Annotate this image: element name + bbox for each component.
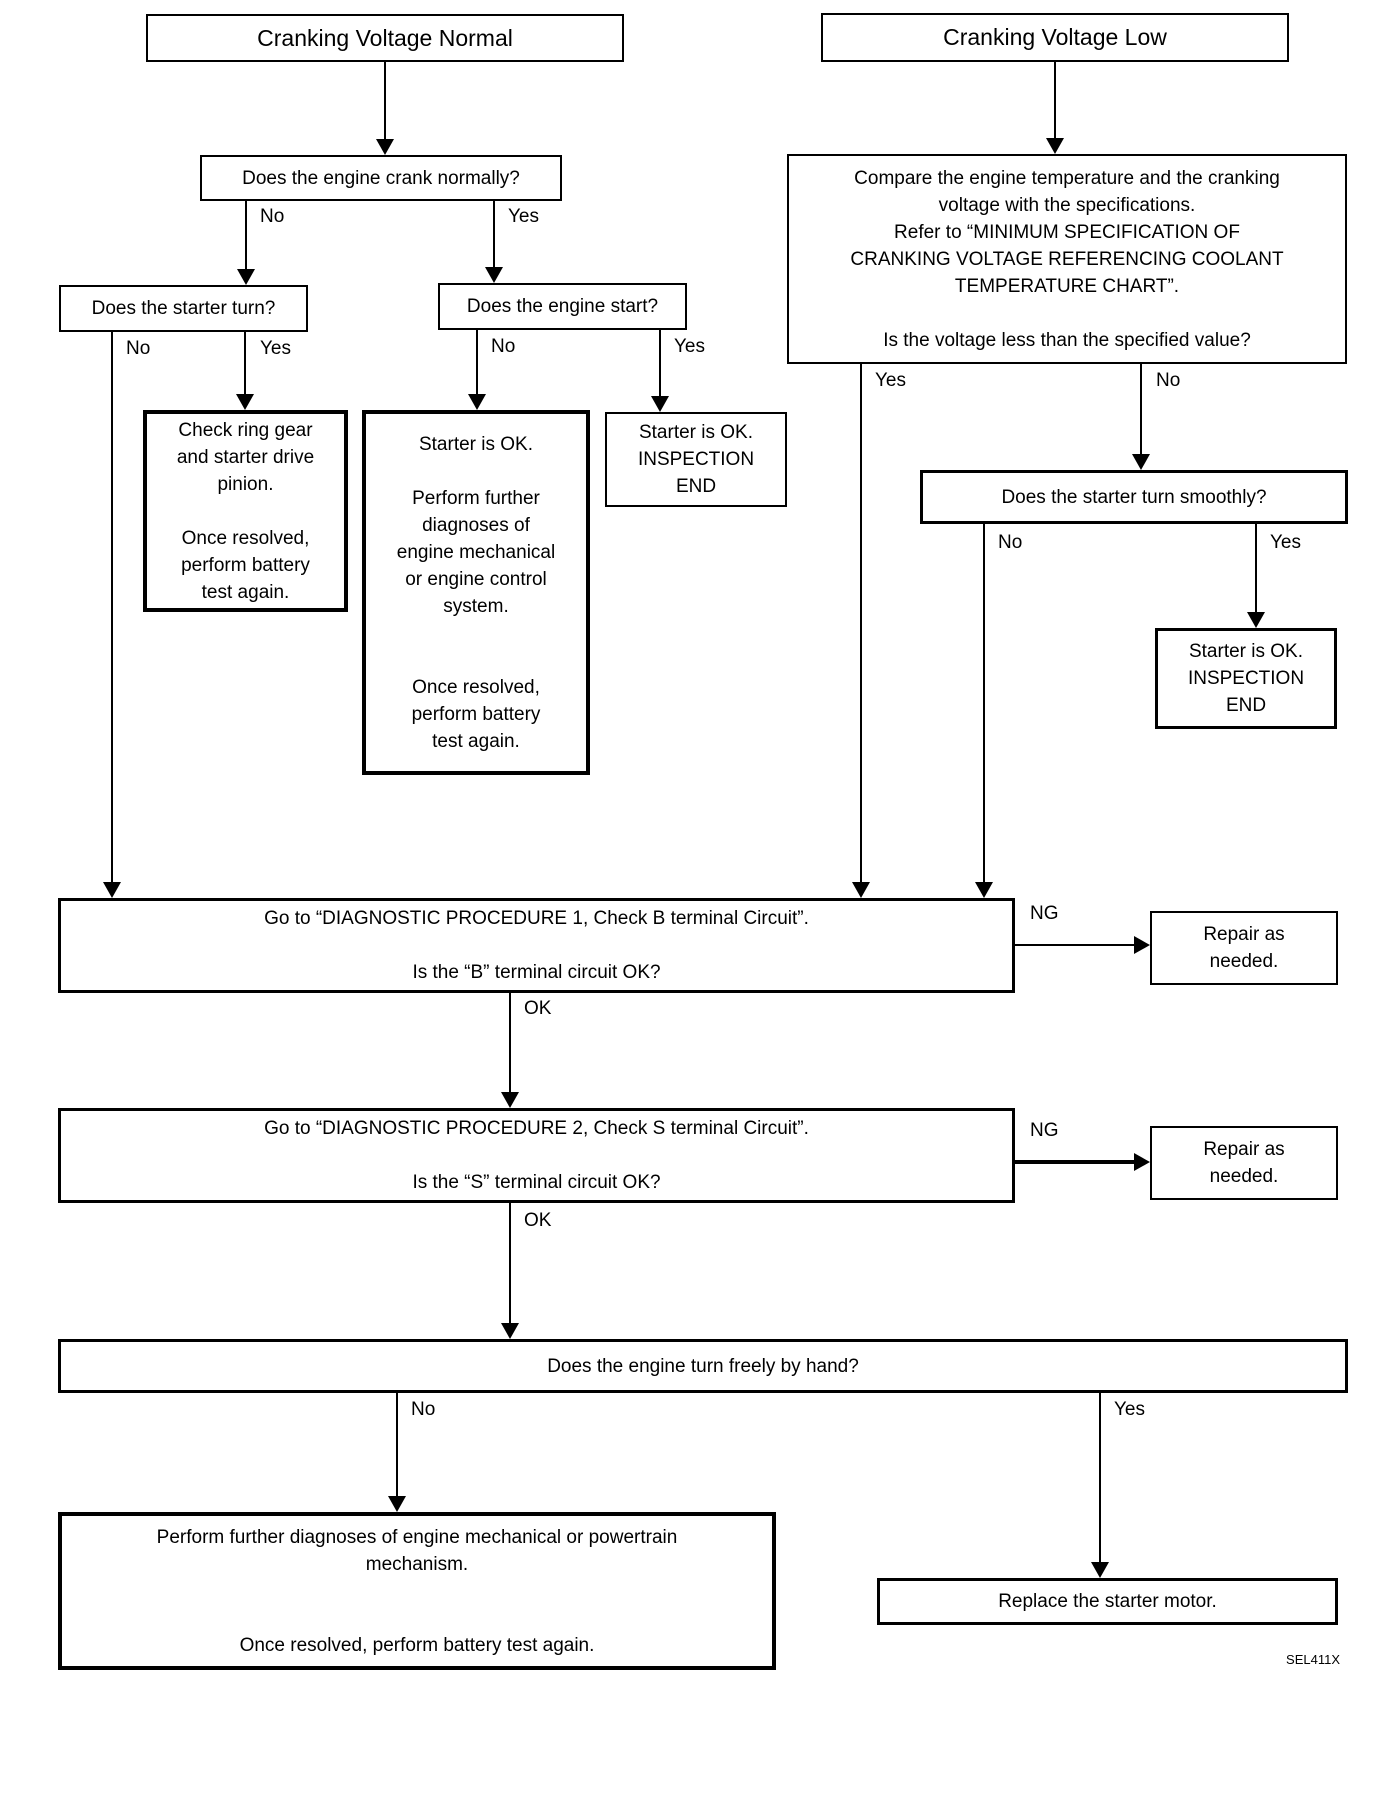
node-cranking-voltage-low: Cranking Voltage Low — [821, 13, 1289, 62]
node-engine-start-question: Does the engine start? — [438, 283, 687, 330]
label-compare-yes: Yes — [875, 370, 906, 391]
node-replace-starter-motor: Replace the starter motor. — [877, 1578, 1338, 1625]
node-starter-ok-further-diagnoses: Starter is OK. Perform further diagnoses… — [362, 410, 590, 775]
node-starter-turn-smoothly-question: Does the starter turn smoothly? — [920, 470, 1348, 524]
label-crank-yes: Yes — [508, 206, 539, 227]
label-crank-no: No — [260, 206, 285, 227]
arrow-crank-no — [237, 201, 255, 285]
figure-code: SEL411X — [1286, 1652, 1340, 1667]
arrow-sterm-ng — [1015, 1153, 1150, 1171]
node-inspection-end-2: Starter is OK. INSPECTION END — [1155, 628, 1337, 729]
arrow-engine-start-yes — [651, 330, 669, 412]
label-engine-start-no: No — [491, 336, 516, 357]
node-perform-further-diagnoses: Perform further diagnoses of engine mech… — [58, 1512, 776, 1670]
label-smoothly-yes: Yes — [1270, 532, 1301, 553]
node-s-terminal-procedure: Go to “DIAGNOSTIC PROCEDURE 2, Check S t… — [58, 1108, 1015, 1203]
label-freely-yes: Yes — [1114, 1399, 1145, 1420]
arrow-crank-yes — [485, 201, 503, 283]
node-engine-crank-question: Does the engine crank normally? — [200, 155, 562, 201]
label-compare-no: No — [1156, 370, 1181, 391]
arrow-sterm-ok — [501, 1203, 519, 1339]
arrow-compare-no — [1132, 364, 1150, 470]
label-bterm-ok: OK — [524, 998, 552, 1019]
node-repair-as-needed-1: Repair as needed. — [1150, 911, 1338, 985]
label-sterm-ng: NG — [1030, 1120, 1059, 1141]
arrow-starter-turn-yes — [236, 332, 254, 410]
node-compare-voltage-spec: Compare the engine temperature and the c… — [787, 154, 1347, 364]
label-sterm-ok: OK — [524, 1210, 552, 1231]
label-bterm-ng: NG — [1030, 903, 1059, 924]
arrow-starter-turn-no — [103, 332, 121, 898]
arrow-engine-start-no — [468, 330, 486, 410]
arrow-bterm-ng — [1015, 936, 1150, 954]
arrow-normal-to-crank — [376, 62, 394, 155]
arrow-freely-yes — [1091, 1393, 1109, 1578]
node-repair-as-needed-2: Repair as needed. — [1150, 1126, 1338, 1200]
node-starter-turn-question: Does the starter turn? — [59, 285, 308, 332]
arrow-smoothly-no — [975, 524, 993, 898]
arrow-freely-no — [388, 1393, 406, 1512]
arrow-low-to-compare — [1046, 62, 1064, 154]
node-check-ring-gear: Check ring gear and starter drive pinion… — [143, 410, 348, 612]
node-b-terminal-procedure: Go to “DIAGNOSTIC PROCEDURE 1, Check B t… — [58, 898, 1015, 993]
arrow-smoothly-yes — [1247, 524, 1265, 628]
arrow-bterm-ok — [501, 993, 519, 1108]
label-smoothly-no: No — [998, 532, 1023, 553]
node-engine-turn-freely-question: Does the engine turn freely by hand? — [58, 1339, 1348, 1393]
label-freely-no: No — [411, 1399, 436, 1420]
label-starter-turn-yes: Yes — [260, 338, 291, 359]
arrow-compare-yes — [852, 364, 870, 898]
label-engine-start-yes: Yes — [674, 336, 705, 357]
label-starter-turn-no: No — [126, 338, 151, 359]
node-cranking-voltage-normal: Cranking Voltage Normal — [146, 14, 624, 62]
node-inspection-end-1: Starter is OK. INSPECTION END — [605, 412, 787, 507]
